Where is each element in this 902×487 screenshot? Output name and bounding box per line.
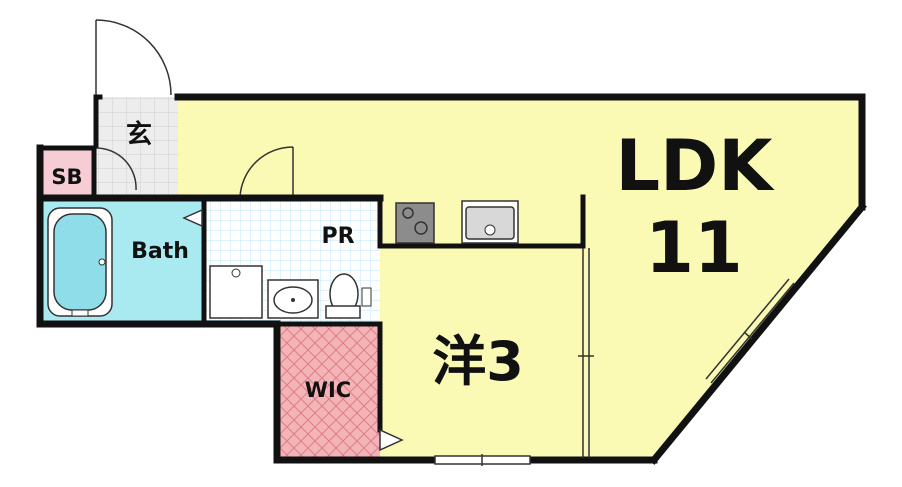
- bath-label: Bath: [131, 239, 189, 264]
- sliding-partition: [578, 248, 594, 458]
- washer-pan: [209, 265, 263, 319]
- pr-door: [182, 208, 203, 228]
- pr-label: PR: [321, 224, 354, 249]
- door-swings: [95, 19, 294, 198]
- entrance-label: 玄: [126, 119, 152, 150]
- bottom-window: [434, 454, 531, 466]
- toilet: [325, 273, 372, 319]
- sb-label: SB: [51, 165, 82, 189]
- ldk-floor: [178, 97, 862, 460]
- wash-basin: [267, 279, 319, 319]
- entrance-floor: [96, 97, 178, 197]
- wic-label: WIC: [305, 378, 351, 402]
- ldk-size-label: 11: [645, 207, 742, 289]
- sb-floor: [40, 148, 94, 197]
- kitchen-sink: [461, 200, 519, 244]
- wic-floor: [277, 326, 380, 460]
- bathtub: [47, 207, 113, 317]
- wic-door: [379, 428, 404, 452]
- western-room-label: 洋3: [432, 330, 524, 393]
- diagonal-window: [705, 278, 795, 384]
- walls: [36, 93, 867, 465]
- ldk-label: LDK: [616, 125, 776, 207]
- stove: [395, 202, 435, 244]
